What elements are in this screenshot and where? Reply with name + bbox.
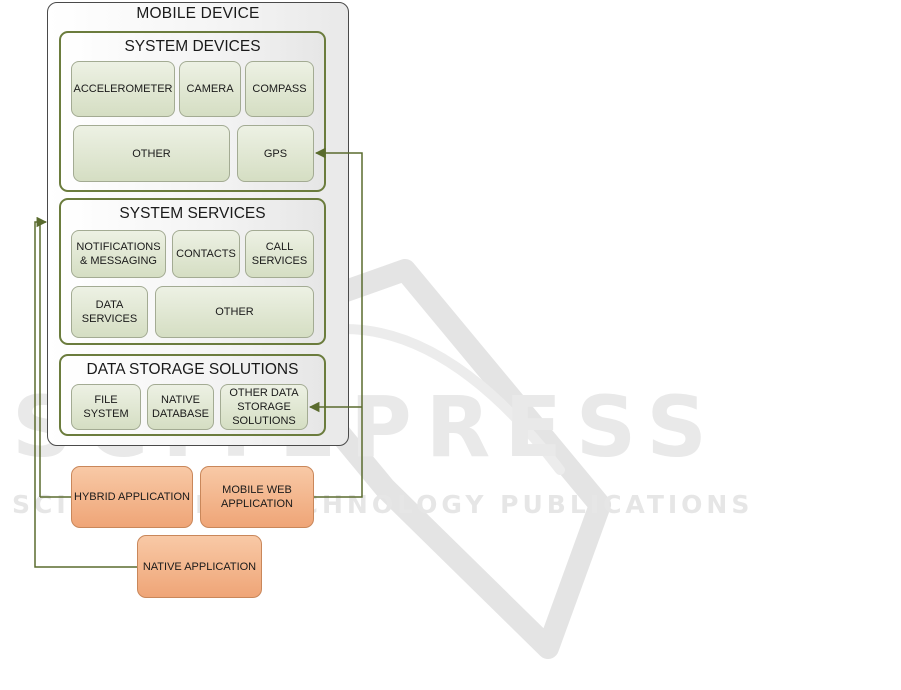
mobile-web-application-box: MOBILE WEB APPLICATION	[200, 466, 314, 528]
devices-other-box: OTHER	[73, 125, 230, 182]
web-app-connector	[314, 147, 363, 498]
native-app-connector	[34, 216, 137, 568]
mobile-device-title: MOBILE DEVICE	[136, 5, 260, 22]
hybrid-application-box: HYBRID APPLICATION	[71, 466, 193, 528]
system-services-title: SYSTEM SERVICES	[119, 205, 266, 222]
native-application-box: NATIVE APPLICATION	[137, 535, 262, 598]
system-devices-title: SYSTEM DEVICES	[124, 38, 261, 55]
services-other-box: OTHER	[155, 286, 314, 338]
notifications-messaging-box: NOTIFICATIONS & MESSAGING	[71, 230, 166, 278]
data-services-box: DATA SERVICES	[71, 286, 148, 338]
other-data-storage-box: OTHER DATA STORAGE SOLUTIONS	[220, 384, 308, 430]
contacts-box: CONTACTS	[172, 230, 240, 278]
call-services-box: CALL SERVICES	[245, 230, 314, 278]
data-storage-title: DATA STORAGE SOLUTIONS	[86, 361, 299, 378]
native-database-box: NATIVE DATABASE	[147, 384, 214, 430]
accelerometer-box: ACCELEROMETER	[71, 61, 175, 117]
gps-box: GPS	[237, 125, 314, 182]
camera-box: CAMERA	[179, 61, 241, 117]
file-system-box: FILE SYSTEM	[71, 384, 141, 430]
compass-box: COMPASS	[245, 61, 314, 117]
